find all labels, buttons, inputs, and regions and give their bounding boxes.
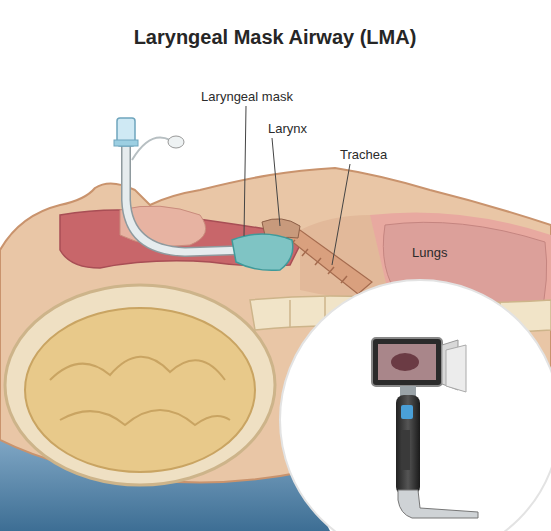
leader-line [332, 164, 350, 265]
video-laryngoscope [372, 338, 478, 518]
part-label: Trachea [340, 147, 387, 162]
part-label: Lungs [412, 245, 447, 260]
connector-ring [114, 140, 138, 146]
brain-folds [50, 357, 230, 425]
diagram-title: Laryngeal Mask Airway (LMA) [134, 26, 417, 49]
leader-line [244, 106, 246, 236]
tube-outline [126, 145, 245, 252]
brain [25, 308, 255, 472]
leader-line [272, 138, 280, 226]
part-label: Larynx [268, 121, 307, 136]
laryngeal-mask [232, 234, 293, 270]
trachea [280, 230, 372, 294]
pilot-balloon [168, 136, 184, 148]
skull [5, 285, 275, 485]
pilot-line [132, 138, 170, 161]
inset-circle [280, 280, 551, 531]
part-label: Laryngeal mask [201, 89, 293, 104]
trachea-rings [289, 240, 347, 283]
tube [126, 145, 245, 252]
